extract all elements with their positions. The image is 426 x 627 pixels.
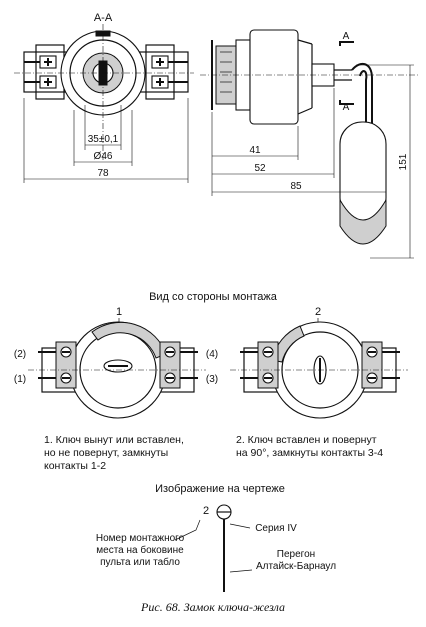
left-terminals (24, 55, 57, 89)
position-1-description: 1. Ключ вынут или вставлен, но не поверн… (44, 434, 184, 472)
symbol-number: 2 (203, 505, 209, 517)
dim-151-label: 151 (398, 153, 409, 170)
dimension-78: 78 (23, 98, 189, 183)
drawing-symbol: 2 Номер монтажного места на боковине пул… (96, 504, 336, 592)
p1-desc-line-2: но не повернут, замкнуты (44, 447, 168, 459)
p1-desc-line-3: контакты 1-2 (44, 460, 106, 472)
section-a-a-view: А-А 35±0,1 (14, 12, 194, 183)
housing (249, 29, 299, 125)
dimension-46: Ø46 (73, 110, 133, 166)
drawing-symbol-title: Изображение на чертеже (155, 483, 285, 495)
left-bracket (35, 44, 65, 100)
dim-52-label: 52 (254, 163, 266, 174)
cut-mark-bottom: А (343, 102, 350, 113)
key-tag (339, 121, 387, 221)
symbol-section-line-1: Перегон (277, 549, 315, 560)
section-label: А-А (94, 12, 113, 24)
symbol-left-line-3: пульта или табло (100, 556, 180, 568)
dim-46-label: Ø46 (94, 151, 113, 162)
p2-desc-line-2: на 90°, замкнуты контакты 3-4 (236, 447, 383, 459)
dim-41-label: 41 (249, 145, 261, 156)
tag-end (339, 198, 387, 245)
dimension-35: 35±0,1 (84, 105, 122, 150)
p1-contact-4: (4) (206, 349, 218, 360)
p1-contact-2: (2) (14, 349, 26, 360)
dimension-85: 85 (212, 150, 387, 196)
position-2-number: 2 (315, 306, 321, 318)
dim-78-label: 78 (97, 168, 109, 179)
symbol-section-line-2: Алтайск-Барнаул (256, 561, 336, 572)
right-terminals (151, 55, 188, 89)
dim-85-label: 85 (290, 181, 302, 192)
dimension-151: 151 (356, 64, 414, 259)
p2-desc-line-1: 2. Ключ вставлен и повернут (236, 434, 377, 446)
figure-caption: Рис. 68. Замок ключа-жезла (141, 600, 285, 614)
position-1-number: 1 (116, 306, 122, 318)
p1-desc-line-1: 1. Ключ вынут или вставлен, (44, 434, 184, 446)
p1-contact-3: (3) (206, 374, 218, 385)
p1-contact-1: (1) (14, 374, 26, 385)
dimension-52: 52 (212, 88, 335, 178)
position-2-description: 2. Ключ вставлен и повернут на 90°, замк… (236, 434, 383, 459)
side-view: А А 41 52 85 151 (200, 29, 420, 259)
position-2-diagram: 2 (230, 306, 408, 419)
dimension-41: 41 (211, 112, 299, 196)
right-bracket (145, 44, 175, 100)
symbol-left-line-1: Номер монтажного (96, 533, 185, 544)
symbol-series-label: Серия IV (255, 523, 297, 534)
mount-view-title: Вид со стороны монтажа (149, 291, 278, 303)
symbol-left-line-2: места на боковине (96, 544, 184, 556)
cut-mark-top: А (343, 31, 350, 42)
position-1-diagram: 1 (2) (1) (4) (3) (14, 306, 218, 419)
dim-35-label: 35±0,1 (88, 134, 119, 145)
